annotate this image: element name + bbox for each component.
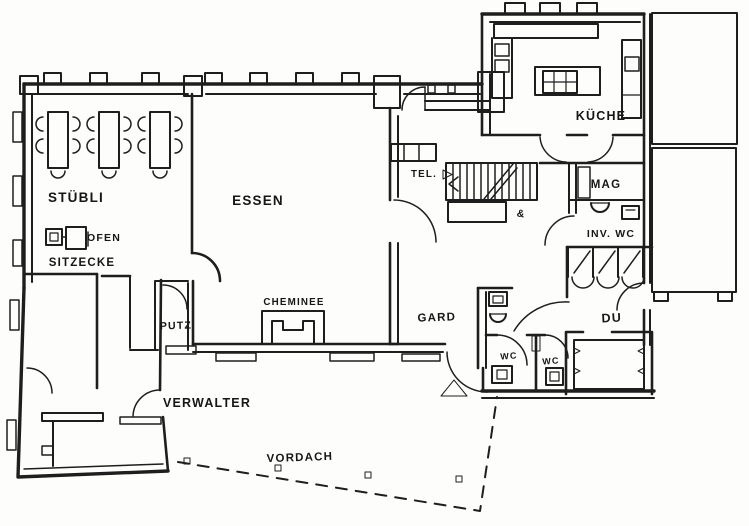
label-stuebli: STÜBLI [48, 190, 104, 205]
shower-stalls [567, 246, 645, 289]
kitchen-counter [493, 23, 599, 39]
label-putz: PUTZ [160, 319, 193, 332]
hinge-ticks [573, 347, 645, 375]
canopy-post [183, 457, 191, 465]
door-arc-essen-hall [393, 199, 437, 243]
toilet [621, 205, 640, 220]
tel-niche [390, 143, 437, 162]
counter [41, 412, 104, 422]
sink [590, 202, 610, 213]
exterior-walls [6, 71, 505, 451]
label-essen: ESSEN [232, 193, 284, 208]
door-arc-hall-top [401, 86, 426, 111]
ofen-fixture [45, 226, 89, 250]
label-vordach: VORDACH [267, 451, 334, 465]
hall-and-stairs: TEL. & GARD [388, 86, 575, 397]
gard-closet [476, 286, 514, 370]
canopy-post [364, 471, 372, 479]
chairs [137, 116, 183, 179]
room-essen: ESSEN CHEMINEE [191, 193, 400, 362]
label-inv-wc: INV. WC [587, 228, 635, 240]
table [47, 111, 69, 169]
toilet [545, 367, 564, 386]
kitchen-island [534, 66, 601, 96]
door-arc-kueche-right [587, 136, 614, 163]
canopy-dashed-line [177, 396, 498, 512]
door-arc-du-right [616, 282, 645, 311]
table [149, 111, 171, 169]
tel-arrow-icon [442, 169, 453, 180]
label-sitzecke: SITZECKE [49, 257, 115, 269]
label-mag: MAG [591, 179, 621, 191]
table [98, 111, 120, 169]
label-du: DU [601, 310, 622, 325]
tables-and-chairs [35, 111, 183, 179]
label-ofen: OFEN [87, 232, 121, 244]
door-arc-wing-left [26, 367, 53, 394]
door-arc-kueche-left [539, 136, 567, 163]
door-arc-putz [162, 284, 188, 310]
door-arc-wc-left [496, 334, 528, 366]
label-wc-right: WC [542, 355, 560, 366]
stair-landing [447, 201, 507, 223]
vordach-canopy: VORDACH [177, 396, 498, 512]
stair-direction-arrow [448, 176, 459, 192]
sanitary-zone: MAG INV. WC DU [480, 161, 656, 399]
canopy-post [274, 464, 282, 472]
stair-marker: & [516, 207, 526, 220]
door-arc-du-entry [513, 301, 570, 332]
cheminee-fixture [261, 310, 325, 345]
door-arc-entrance [446, 351, 488, 393]
label-gard: GARD [417, 311, 456, 324]
door-arc-stuebli-essen [190, 251, 222, 283]
right-annex-rooms [651, 12, 738, 302]
label-verwalter: VERWALTER [163, 396, 251, 410]
toilet [491, 365, 513, 384]
verwalter-wing: PUTZ VERWALTER [16, 272, 251, 479]
chairs [35, 116, 81, 179]
door-arc-wc-right [544, 334, 569, 359]
staircase [445, 162, 538, 223]
entrance-marker-icon [440, 379, 468, 397]
label-cheminee: CHEMINEE [263, 297, 324, 308]
changing-room [564, 330, 654, 396]
chairs [86, 116, 132, 179]
label-kueche: KÜCHE [576, 108, 626, 123]
canopy-post [455, 475, 463, 483]
door-arc-invwc [544, 215, 575, 246]
wc-stalls: WC WC [481, 333, 569, 393]
label-wc-left: WC [500, 350, 518, 361]
label-tel: TEL. [411, 169, 437, 180]
room-stuebli: STÜBLI OFEN SITZECKE [22, 92, 222, 347]
room-kueche: KÜCHE [480, 2, 651, 347]
sink [489, 313, 507, 323]
door-arc-wing-right [132, 389, 161, 417]
